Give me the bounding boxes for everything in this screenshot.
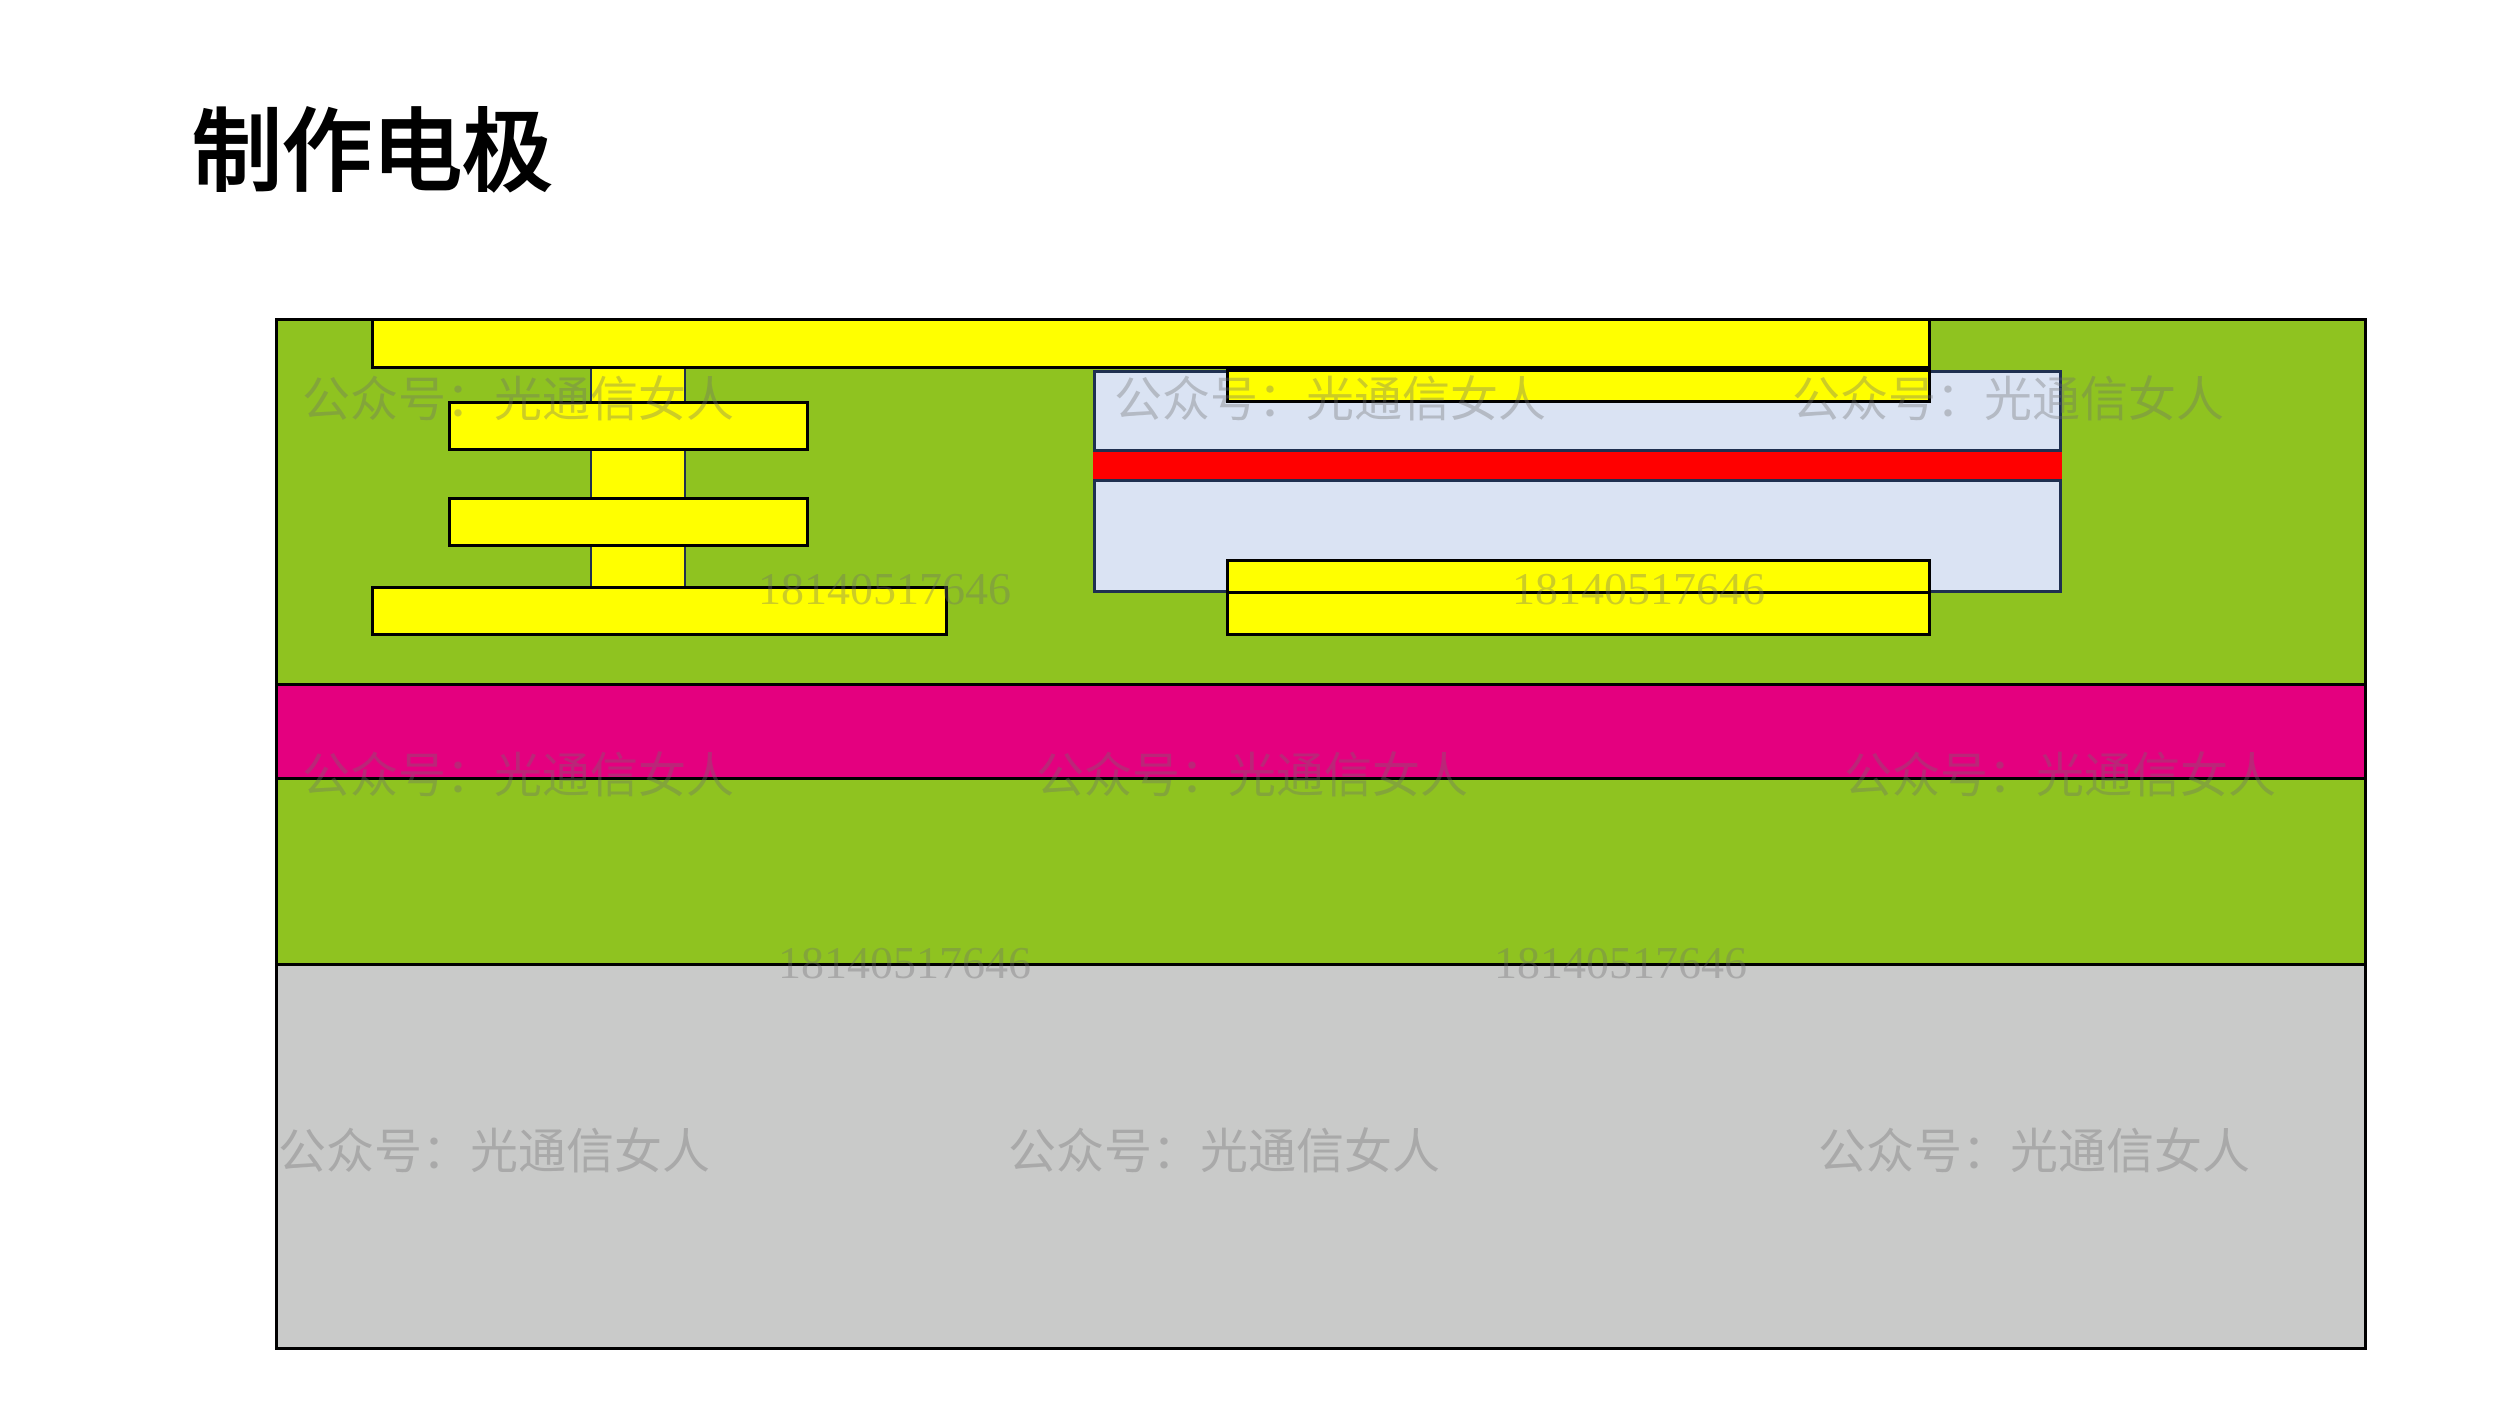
watermark-text: 公众号：光通信女人 [1844,748,2277,804]
watermark-text: 公众号：光通信女人 [1036,748,1469,804]
left-electrode-bar-1 [448,401,809,451]
watermark-number: 18140517646 [1512,563,1765,614]
right-electrode-bar-2 [1226,591,1931,636]
watermark-number: 18140517646 [778,937,1031,988]
substrate-layer [275,963,2367,1350]
page-title: 制作电极 [192,100,552,205]
top-electrode-bar [371,318,1931,369]
left-electrode-bar-2 [448,497,809,547]
core-layer [275,683,2367,780]
lower-cladding-layer [275,777,2367,966]
watermark-text: 公众号：光通信女人 [1792,372,2225,428]
watermark-number: 18140517646 [1494,937,1747,988]
watermark-text: 公众号：光通信女人 [302,372,735,428]
active-layer [1093,449,2062,482]
watermark-text: 公众号：光通信女人 [302,748,735,804]
watermark-text: 公众号：光通信女人 [1114,372,1547,428]
watermark-text: 公众号：光通信女人 [278,1124,711,1180]
left-bottom-electrode-bar [371,586,948,636]
watermark-text: 公众号：光通信女人 [1008,1124,1441,1180]
watermark-number: 18140517646 [758,563,1011,614]
right-top-electrode-bar [1226,369,1931,403]
watermark-text: 公众号：光通信女人 [1818,1124,2251,1180]
